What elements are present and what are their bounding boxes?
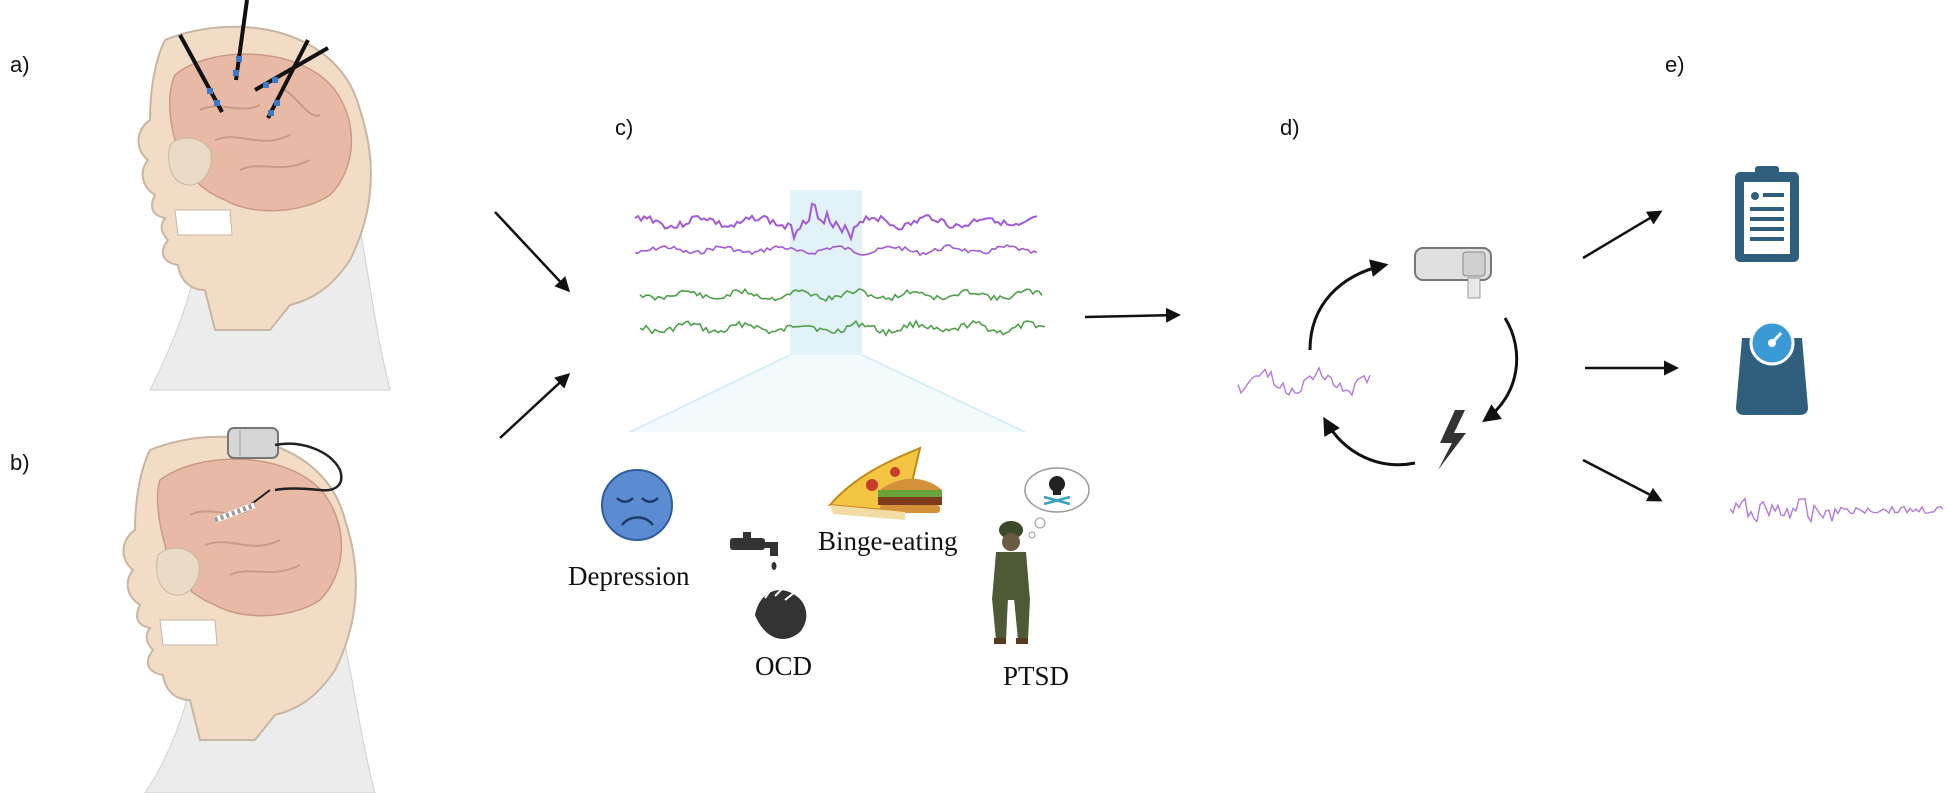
panel-label-b: b) bbox=[10, 450, 30, 475]
output-signal bbox=[1729, 497, 1944, 524]
highlight-funnel bbox=[630, 355, 1025, 432]
soldier-skull-thought-icon bbox=[992, 467, 1090, 644]
loop-arrow-right bbox=[1482, 317, 1519, 423]
label-ptsd: PTSD bbox=[1003, 661, 1069, 691]
panel-label-d: d) bbox=[1280, 115, 1300, 140]
panel-label-a: a) bbox=[10, 52, 30, 77]
purple-signal-1 bbox=[634, 202, 1038, 242]
pizza-burger-icon bbox=[827, 446, 942, 520]
faucet-handwashing-icon bbox=[730, 532, 807, 639]
arrow-c-to-d bbox=[1084, 307, 1181, 323]
arrow-d-to-e-bottom bbox=[1582, 458, 1663, 502]
arrow-d-to-e-top bbox=[1582, 210, 1663, 260]
sad-face-icon bbox=[601, 469, 673, 541]
loop-arrow-top bbox=[1308, 259, 1389, 351]
clipboard-icon bbox=[1735, 166, 1799, 262]
green-signal-2 bbox=[639, 319, 1046, 337]
weight-scale-icon bbox=[1736, 320, 1808, 415]
loop-signal bbox=[1237, 366, 1371, 397]
panel-label-e: e) bbox=[1665, 52, 1685, 77]
head-with-depth-electrodes-icon bbox=[137, 0, 391, 391]
label-ocd: OCD bbox=[755, 651, 812, 681]
arrow-a-to-c bbox=[494, 211, 571, 293]
loop-arrow-bottom bbox=[1323, 416, 1416, 467]
lightning-icon bbox=[1438, 410, 1466, 470]
head-with-implanted-stimulator-icon bbox=[122, 427, 376, 793]
label-depression: Depression bbox=[568, 561, 690, 591]
green-signal-1 bbox=[639, 287, 1043, 302]
neurostimulator-device-icon bbox=[1414, 247, 1492, 299]
arrow-b-to-c bbox=[499, 372, 571, 439]
label-binge-eating: Binge-eating bbox=[818, 526, 957, 556]
panel-label-c: c) bbox=[615, 115, 633, 140]
purple-signal-2 bbox=[634, 244, 1038, 257]
